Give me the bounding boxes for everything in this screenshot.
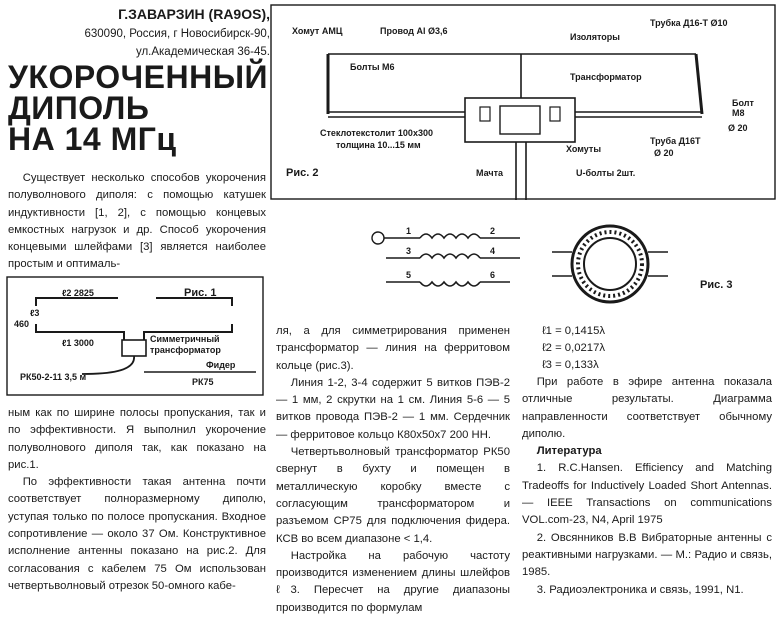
transformer-block bbox=[499, 105, 541, 135]
label-cable: РК50-2-11 3,5 м bbox=[20, 372, 87, 382]
label-bolts: Болты М6 bbox=[350, 62, 395, 72]
label-mast: Мачта bbox=[476, 168, 504, 178]
label-bolt-m8: Болт bbox=[732, 98, 754, 108]
figure-2-frame bbox=[270, 4, 776, 200]
figure-2-caption: Рис. 2 bbox=[286, 167, 318, 179]
label-bolt-m8: М8 bbox=[732, 108, 745, 118]
label-fiberglass: Стеклотекстолит 100х300 bbox=[320, 128, 433, 138]
transformer-box bbox=[121, 339, 147, 357]
terminal-number: 2 bbox=[490, 226, 495, 236]
paragraph: Существует несколько способов укорочения… bbox=[8, 172, 266, 271]
label-insulators: Изоляторы bbox=[570, 32, 620, 42]
figure-3-diagram: 1 2 3 4 5 6 Рис. 3 bbox=[371, 224, 732, 304]
paragraph: По эффективности такая антенна почти соо… bbox=[8, 476, 266, 592]
formula: ℓ1 = 0,1415λ bbox=[542, 325, 606, 337]
label-bolt-m8: Ø 20 bbox=[728, 123, 748, 133]
right-rod bbox=[694, 53, 704, 115]
author-address: 630090, Россия, г Новосибирск-90, ул.Ака… bbox=[8, 25, 270, 61]
reference-item: 3. Радиоэлектроника и связь, 1991, N1. bbox=[536, 583, 744, 596]
terminal-number: 5 bbox=[406, 270, 411, 280]
label-l3-value: 460 bbox=[14, 319, 29, 329]
figure-1-frame bbox=[6, 276, 264, 396]
figure-3-caption: Рис. 3 bbox=[700, 279, 732, 291]
column-1-top: Существует несколько способов укорочения… bbox=[8, 170, 266, 274]
figure-2-diagram: Рис. 2 Хомут АМЦ Провод Al Ø3,6 Изолятор… bbox=[270, 4, 776, 200]
label-ubolts: U-болты 2шт. bbox=[576, 168, 635, 178]
label-feeder: Фидер bbox=[206, 360, 236, 370]
terminal-number: 6 bbox=[490, 270, 495, 280]
winding-1-2 bbox=[419, 233, 481, 240]
author-name: Г.ЗАВАРЗИН (RA9OS), bbox=[118, 6, 270, 22]
column-3: ℓ1 = 0,1415λ ℓ2 = 0,0217λ ℓ3 = 0,133λ Пр… bbox=[522, 323, 772, 599]
references-title: Литература bbox=[536, 445, 602, 458]
article-title: УКОРОЧЕННЫЙ ДИПОЛЬ НА 14 МГц bbox=[8, 59, 270, 157]
ring-windings bbox=[576, 230, 644, 298]
label-clamp: Хомут АМЦ bbox=[292, 26, 343, 36]
label-l2: ℓ2 2825 bbox=[62, 288, 94, 298]
address-line: ул.Академическая 36-45. bbox=[135, 46, 270, 58]
label-wire: Провод Al Ø3,6 bbox=[380, 26, 447, 36]
winding-5-6 bbox=[419, 280, 481, 287]
terminal-number: 4 bbox=[490, 246, 495, 256]
label-transformer: Симметричный bbox=[150, 334, 220, 344]
figure-1-diagram: Рис. 1 ℓ2 2825 ℓ3 460 ℓ1 3000 Симметричн… bbox=[6, 276, 264, 396]
reference-item: 1. R.C.Hansen. Efficiency and Matching T… bbox=[522, 462, 772, 527]
terminal-number: 3 bbox=[406, 246, 411, 256]
paragraph: При работе в эфире антенна показала отли… bbox=[522, 376, 772, 440]
title-line: УКОРОЧЕННЫЙ bbox=[8, 59, 269, 95]
coax-cable bbox=[81, 355, 135, 375]
title-line: ДИПОЛЬ bbox=[8, 90, 150, 126]
column-2: ля, а для симметрирования применен транс… bbox=[276, 323, 510, 617]
terminal-number: 1 bbox=[406, 226, 411, 236]
dipole-arm-left bbox=[35, 324, 125, 340]
formula: ℓ2 = 0,0217λ bbox=[542, 342, 606, 354]
paragraph: ля, а для симметрирования применен транс… bbox=[276, 325, 510, 372]
winding-3-4 bbox=[419, 253, 481, 260]
label-tube2: Труба Д16Т bbox=[650, 136, 701, 146]
label-tube2: Ø 20 bbox=[654, 148, 674, 158]
title-line: НА 14 МГц bbox=[8, 121, 177, 157]
paragraph: ным как по ширине полосы пропускания, та… bbox=[8, 407, 266, 471]
formula: ℓ3 = 0,133λ bbox=[542, 359, 599, 371]
figure-1-caption: Рис. 1 bbox=[184, 287, 216, 299]
label-l3: ℓ3 bbox=[30, 308, 39, 318]
label-transformer: Трансформатор bbox=[570, 72, 642, 82]
dipole-arm-right bbox=[143, 324, 233, 340]
address-line: 630090, Россия, г Новосибирск-90, bbox=[84, 28, 270, 40]
label-clamps: Хомуты bbox=[566, 144, 601, 154]
paragraph: Настройка на рабочую частоту производитс… bbox=[276, 549, 510, 614]
clamp-block bbox=[549, 106, 561, 122]
column-1-bottom: ным как по ширине полосы пропускания, та… bbox=[8, 405, 266, 595]
paragraph: Линия 1-2, 3-4 содержит 5 витков ПЭВ-2 —… bbox=[276, 376, 510, 441]
label-rk75: РК75 bbox=[192, 377, 214, 387]
clamp-block bbox=[479, 106, 491, 122]
label-l1: ℓ1 3000 bbox=[62, 338, 94, 348]
port-symbol bbox=[371, 231, 385, 245]
reference-item: 2. Овсянников В.В Вибраторные антенны с … bbox=[522, 531, 772, 579]
label-transformer: трансформатор bbox=[150, 345, 221, 355]
stub-wire-left bbox=[35, 297, 118, 306]
ferrite-ring-outer bbox=[570, 224, 650, 304]
label-tube1: Трубка Д16-Т Ø10 bbox=[650, 18, 728, 28]
ferrite-ring-inner bbox=[583, 237, 637, 291]
stub-wire-right bbox=[156, 297, 233, 306]
label-fiberglass: толщина 10...15 мм bbox=[336, 140, 421, 150]
paragraph: Четвертьволновый трансформатор РК50 свер… bbox=[276, 446, 510, 545]
